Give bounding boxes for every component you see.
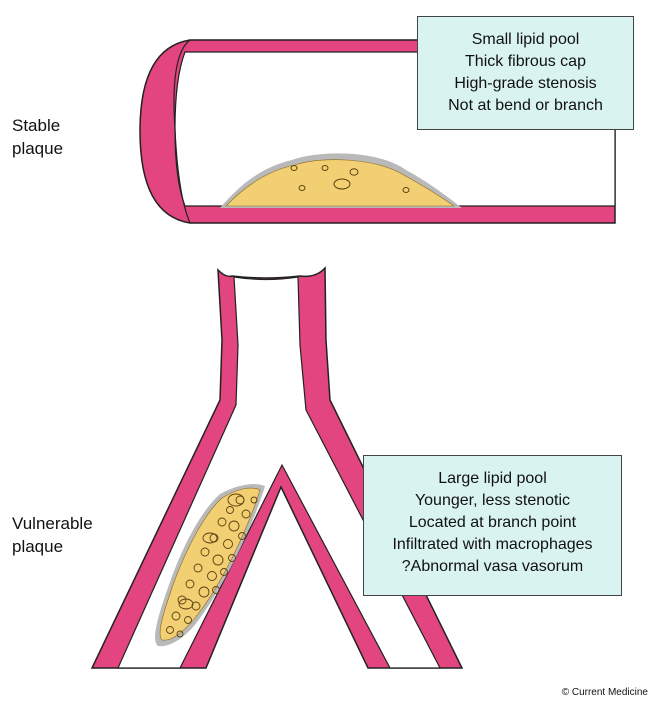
- stable-label-line1: Stable: [12, 114, 63, 137]
- stable-feature: Not at bend or branch: [418, 95, 633, 117]
- vulnerable-label-line1: Vulnerable: [12, 512, 93, 535]
- stable-features-box: Small lipid pool Thick fibrous cap High-…: [417, 16, 634, 130]
- stable-feature: Thick fibrous cap: [418, 51, 633, 73]
- vulnerable-feature: Large lipid pool: [364, 468, 621, 490]
- stable-plaque-label: Stable plaque: [12, 114, 63, 160]
- vulnerable-feature: Infiltrated with macrophages: [364, 534, 621, 556]
- vulnerable-feature: Located at branch point: [364, 512, 621, 534]
- vulnerable-features-box: Large lipid pool Younger, less stenotic …: [363, 455, 622, 596]
- vulnerable-feature: Younger, less stenotic: [364, 490, 621, 512]
- vulnerable-feature: ?Abnormal vasa vasorum: [364, 556, 621, 578]
- stable-label-line2: plaque: [12, 137, 63, 160]
- vulnerable-plaque-label: Vulnerable plaque: [12, 512, 93, 558]
- copyright-notice: © Current Medicine: [562, 687, 648, 698]
- stable-feature: Small lipid pool: [418, 29, 633, 51]
- vulnerable-label-line2: plaque: [12, 535, 93, 558]
- stable-feature: High-grade stenosis: [418, 73, 633, 95]
